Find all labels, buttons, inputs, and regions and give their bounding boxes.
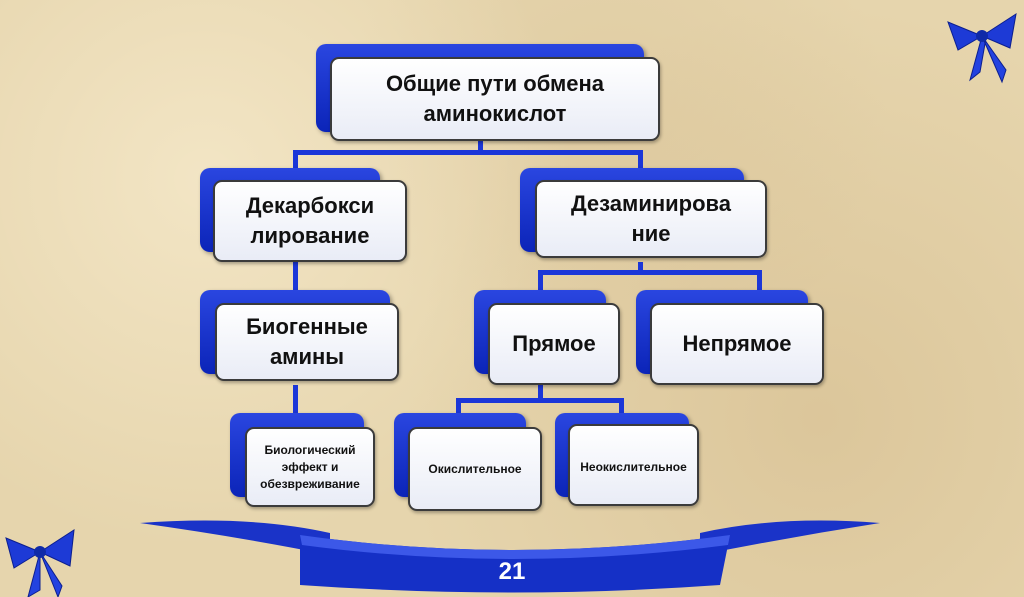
node-label: Биологический эффект и обезвреживание <box>245 427 375 507</box>
connector <box>638 150 643 170</box>
connector <box>538 385 543 401</box>
connector <box>619 398 624 415</box>
bow-icon <box>947 12 1017 84</box>
node-label: Непрямое <box>650 303 824 385</box>
connector <box>478 140 483 153</box>
bow-icon <box>5 529 75 597</box>
connector <box>293 262 298 292</box>
connector <box>456 398 461 415</box>
connector <box>538 270 543 292</box>
connector <box>293 150 643 155</box>
node-label: Декарбокси лирование <box>213 180 407 262</box>
ribbon-banner <box>140 520 880 593</box>
node-label: Прямое <box>488 303 620 385</box>
node-label: Общие пути обмена аминокислот <box>330 57 660 141</box>
connector <box>293 150 298 170</box>
connector <box>638 262 643 273</box>
connector <box>757 270 762 292</box>
connector <box>456 398 624 403</box>
connector <box>293 385 298 415</box>
node-label: Окислительное <box>408 427 542 511</box>
node-label: Неокислительное <box>568 424 699 506</box>
connector <box>538 270 762 275</box>
node-label: Биогенные амины <box>215 303 399 381</box>
node-label: Дезаминирова ние <box>535 180 767 258</box>
page-number: 21 <box>498 558 526 585</box>
